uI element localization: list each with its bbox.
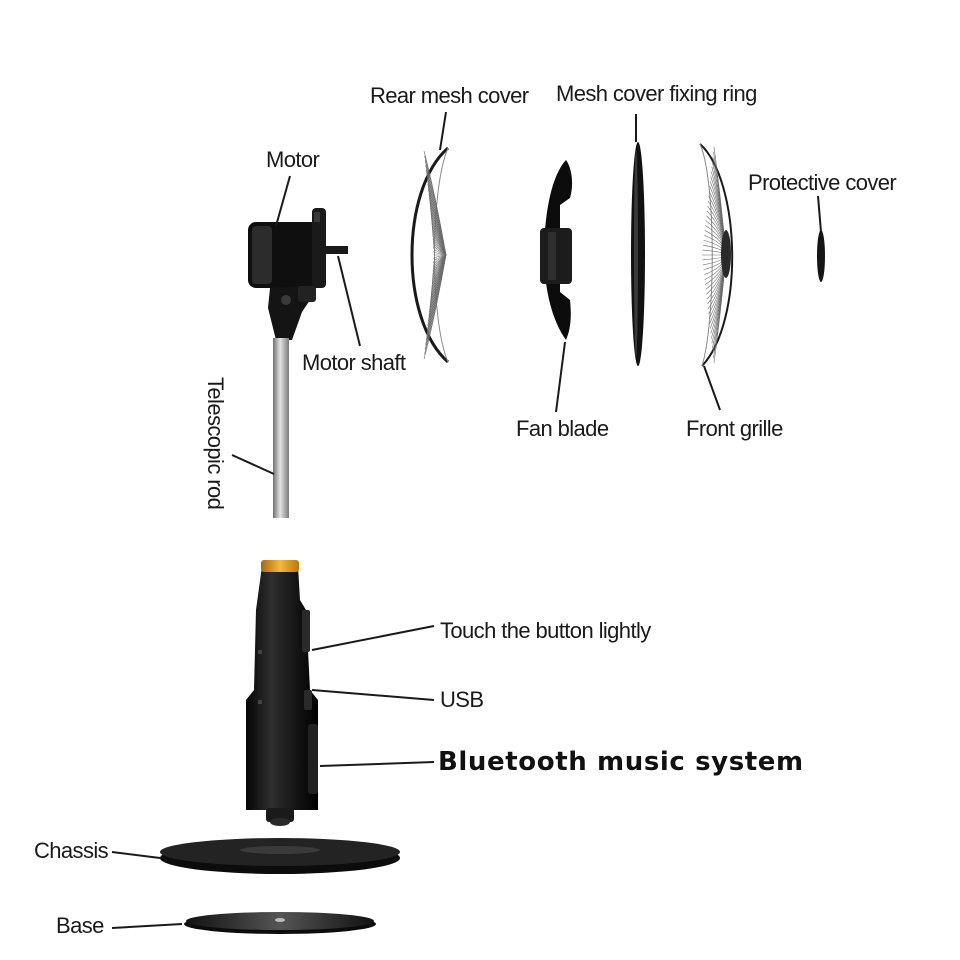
leader-front-grille bbox=[703, 365, 721, 411]
leader-usb bbox=[311, 689, 435, 701]
label-usb: USB bbox=[440, 687, 484, 712]
mesh-wire bbox=[432, 235, 447, 256]
label-chassis: Chassis bbox=[34, 838, 109, 863]
leader-bluetooth-music-system bbox=[319, 761, 435, 767]
mesh-wire bbox=[433, 245, 447, 256]
base-part bbox=[184, 912, 376, 934]
leader-rear-mesh-cover bbox=[439, 111, 447, 151]
label-touch-button: Touch the button lightly bbox=[440, 618, 651, 643]
mesh-wire bbox=[431, 221, 447, 256]
mesh-wire bbox=[432, 226, 447, 256]
label-fan-blade: Fan blade bbox=[516, 416, 609, 441]
mesh-wire bbox=[423, 254, 447, 360]
leader-motor bbox=[275, 175, 291, 227]
mesh-wire bbox=[433, 254, 447, 261]
label-telescopic-rod: Telescopic rod bbox=[203, 377, 228, 510]
leader-protective-cover bbox=[817, 195, 822, 233]
label-rear-mesh-cover: Rear mesh cover bbox=[370, 83, 529, 108]
mesh-wire bbox=[430, 212, 447, 256]
rear-mesh-cover-part bbox=[410, 146, 449, 364]
leader-motor-shaft bbox=[337, 255, 361, 347]
motor-bracket bbox=[268, 286, 316, 340]
fan-blade-part bbox=[540, 160, 573, 340]
front-grille-part bbox=[699, 143, 734, 367]
label-motor-shaft: Motor shaft bbox=[302, 350, 406, 375]
bluetooth-body-part bbox=[246, 560, 318, 826]
leader-chassis bbox=[111, 851, 161, 859]
leader-base bbox=[111, 923, 183, 929]
mesh-wire bbox=[431, 217, 447, 256]
motor-shaft-part bbox=[324, 246, 348, 254]
mesh-wire bbox=[432, 231, 447, 256]
leader-touch-button bbox=[311, 625, 435, 651]
chassis-part bbox=[160, 838, 400, 874]
label-front-grille: Front grille bbox=[686, 416, 783, 441]
label-motor: Motor bbox=[266, 147, 320, 172]
label-base: Base bbox=[56, 913, 104, 938]
mesh-wire bbox=[433, 240, 447, 256]
motor-part bbox=[248, 208, 326, 288]
label-mesh-cover-fixing-ring: Mesh cover fixing ring bbox=[556, 81, 757, 106]
label-protective-cover: Protective cover bbox=[748, 170, 897, 195]
telescopic-rod-part bbox=[273, 338, 289, 518]
mesh-cover-fixing-ring-part bbox=[631, 142, 645, 366]
mesh-wire bbox=[433, 249, 447, 256]
leader-fan-blade bbox=[555, 341, 566, 413]
label-bluetooth-music-system: Bluetooth music system bbox=[438, 747, 804, 777]
leader-telescopic-rod bbox=[231, 454, 275, 475]
protective-cover-part bbox=[817, 230, 825, 282]
